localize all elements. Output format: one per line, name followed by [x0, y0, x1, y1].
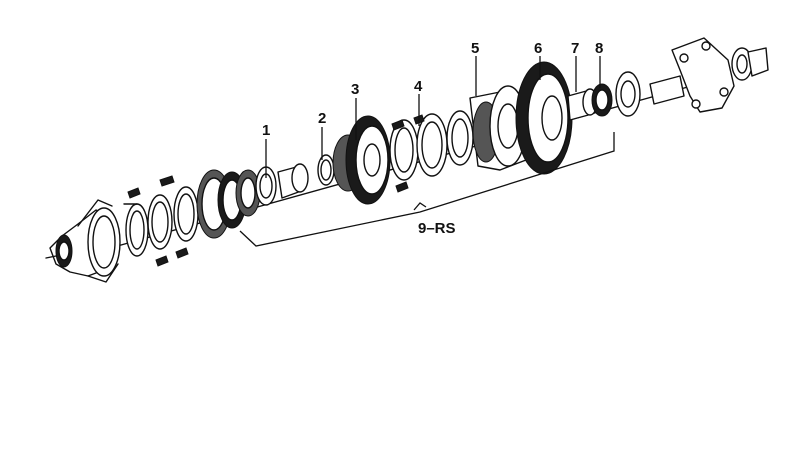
needle-bearing-part-8: [591, 71, 641, 117]
group-bracket-tick: [413, 202, 427, 211]
group-bracket-9rs: [239, 132, 615, 247]
gear-part-3: [332, 115, 391, 205]
group-label-9rs: 9–RS: [418, 220, 456, 237]
callout-part-4: 4: [414, 78, 423, 95]
callout-part-3: 3: [351, 81, 359, 98]
callout-part-7: 7: [571, 40, 579, 57]
callout-part-5: 5: [471, 40, 479, 57]
left-synchro-rings: [123, 175, 199, 267]
synchro-part-4: [389, 110, 474, 193]
right-output-flange: [649, 37, 769, 113]
callout-part-2: 2: [318, 110, 326, 127]
left-gear-cluster: [196, 166, 277, 239]
gear-part-6: [515, 61, 573, 175]
callout-part-6: 6: [534, 40, 542, 57]
bushing-sleeve: [277, 154, 335, 199]
callout-part-1: 1: [262, 122, 270, 139]
left-flange-housing: [45, 199, 121, 283]
callout-part-8: 8: [595, 40, 603, 57]
